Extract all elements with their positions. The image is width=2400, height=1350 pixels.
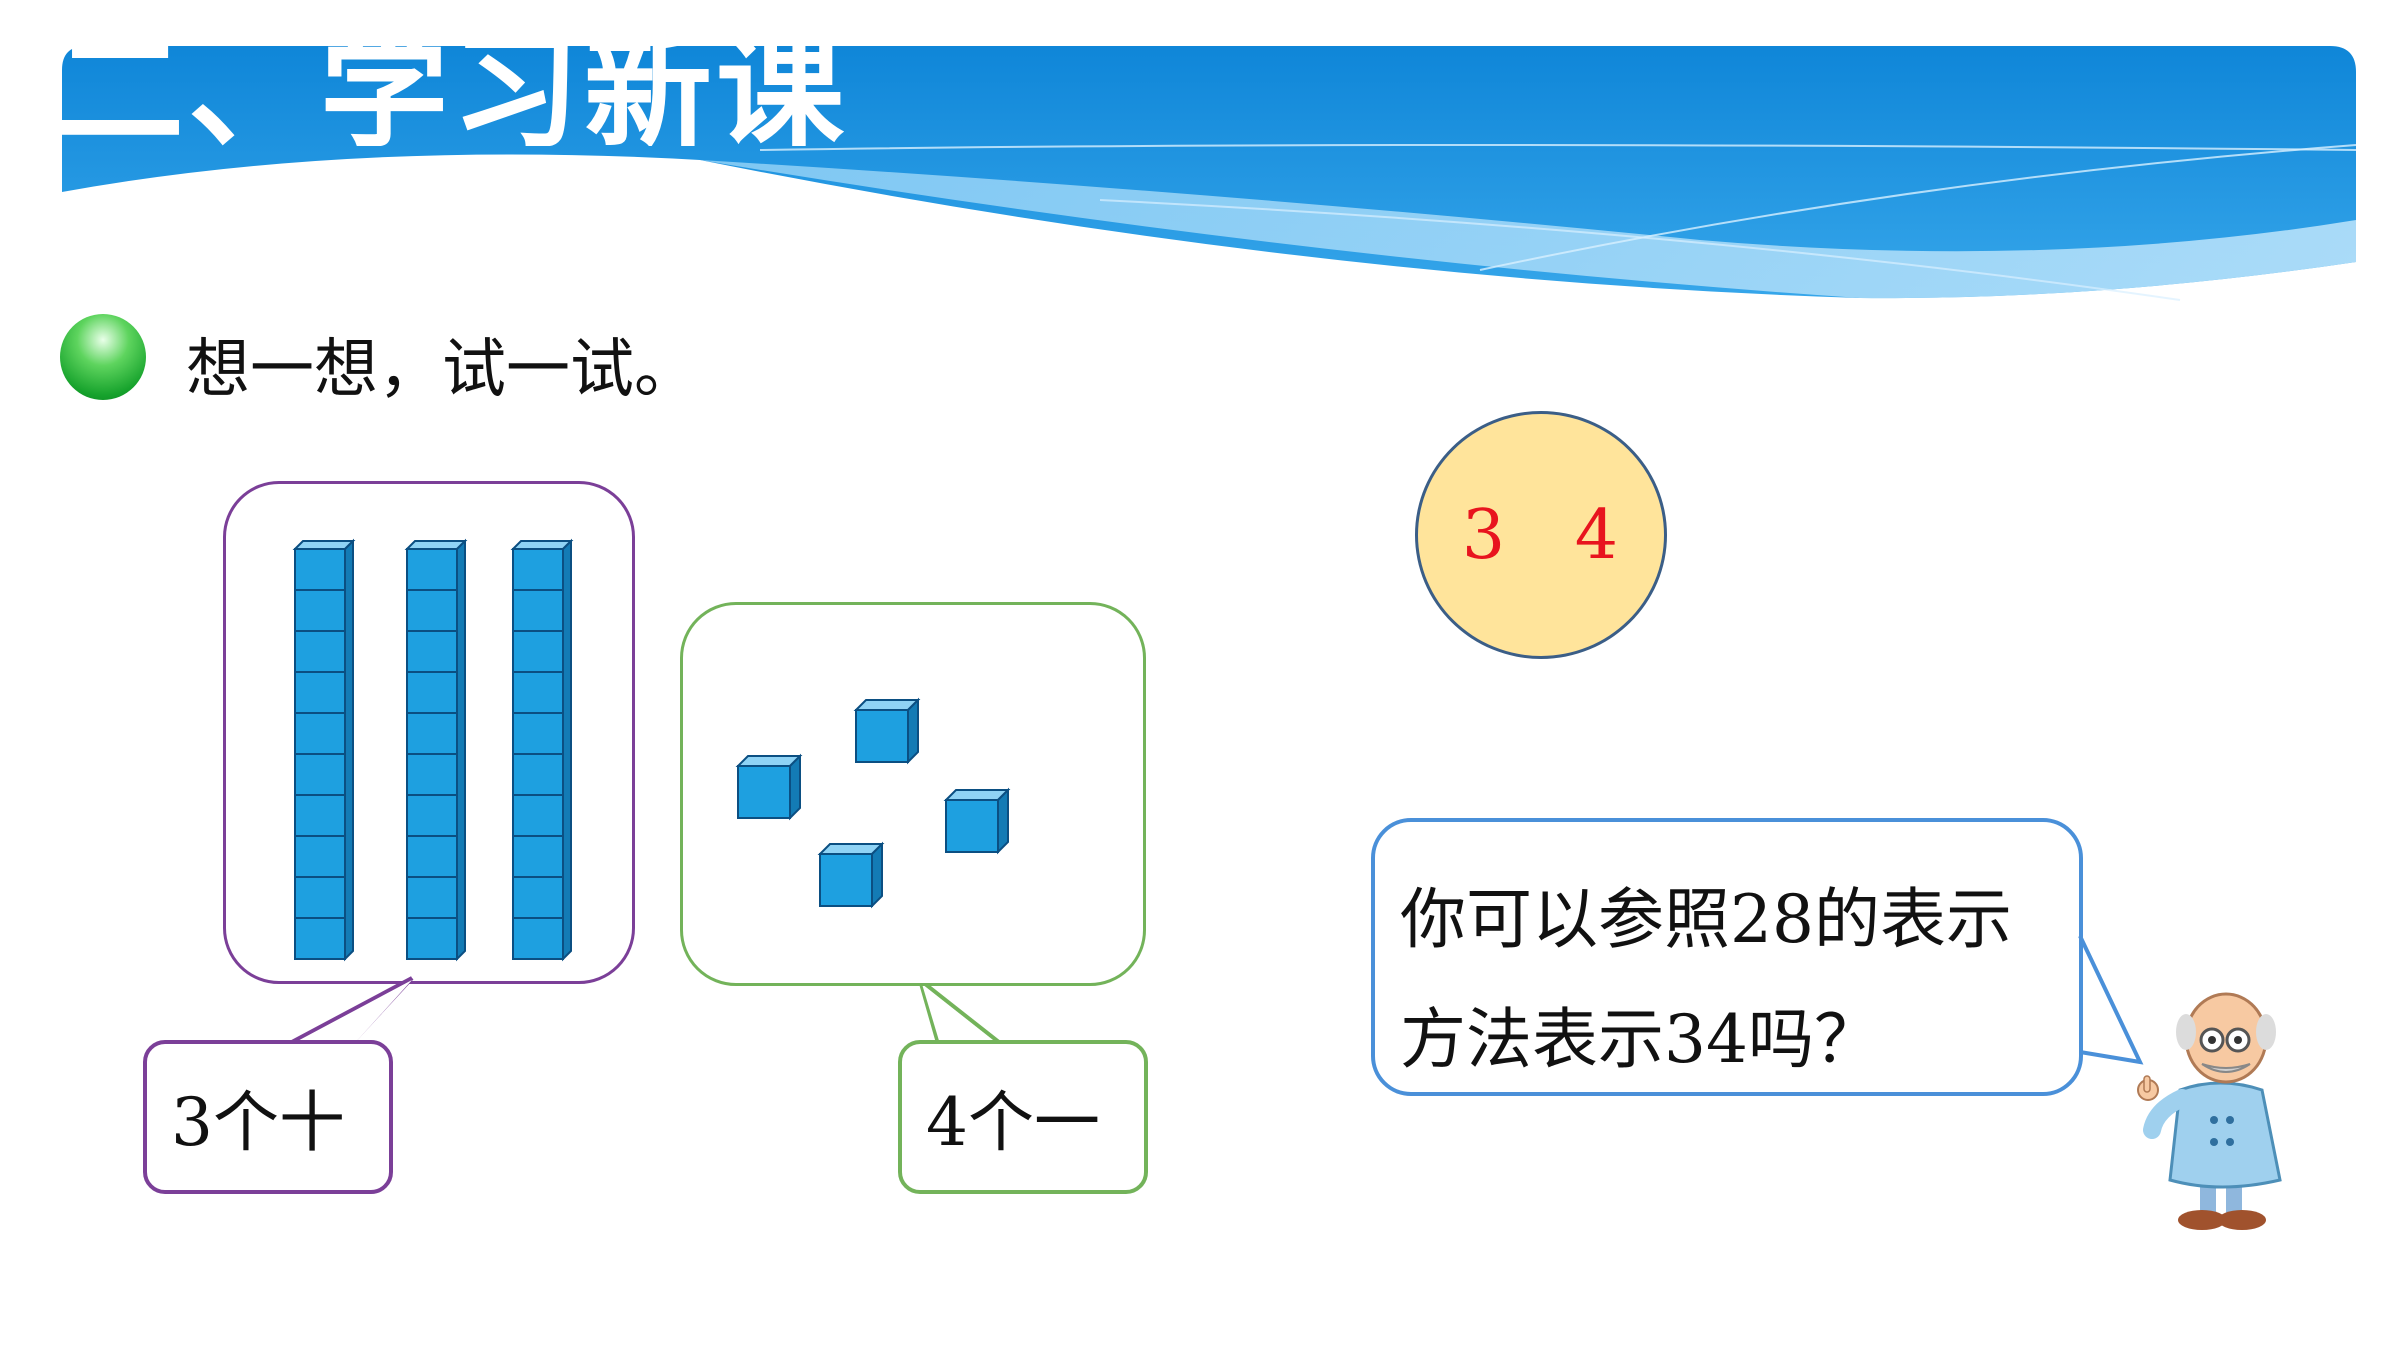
rod-unit-cube	[406, 548, 458, 591]
rod-unit-cube	[512, 917, 564, 960]
rod-unit-cube	[294, 548, 346, 591]
rod-unit-cube	[512, 548, 564, 591]
unit-cube	[817, 841, 885, 909]
number-circle: 3 4	[1415, 411, 1667, 659]
rod-unit-cube	[512, 671, 564, 714]
rod-unit-cube	[294, 835, 346, 878]
unit-cube	[853, 697, 921, 765]
ten-rod	[404, 538, 468, 962]
rod-unit-cube	[406, 753, 458, 796]
prompt-text: 想一想，试一试。	[186, 333, 698, 407]
section-title: 二、学习新课	[56, 28, 849, 146]
speech-bubble	[1371, 818, 2083, 1096]
unit-cube	[735, 753, 803, 821]
rod-unit-cube	[406, 671, 458, 714]
rod-unit-cube	[512, 630, 564, 673]
tens-label: 3个十	[143, 1040, 393, 1194]
rod-unit-cube	[512, 753, 564, 796]
rod-unit-cube	[406, 835, 458, 878]
rod-unit-cube	[512, 876, 564, 919]
rod-unit-cube	[406, 630, 458, 673]
header-banner	[62, 46, 2357, 301]
rod-unit-cube	[294, 671, 346, 714]
rod-unit-cube	[512, 794, 564, 837]
ten-rod	[510, 538, 574, 962]
unit-cube	[943, 787, 1011, 855]
rod-unit-cube	[406, 876, 458, 919]
rod-unit-cube	[294, 753, 346, 796]
rod-unit-cube	[406, 794, 458, 837]
ten-rod	[292, 538, 356, 962]
rod-unit-cube	[512, 712, 564, 755]
speech-bubble-text: 你可以参照28的表示方法表示34吗？	[1400, 881, 2012, 1078]
rod-unit-cube	[294, 712, 346, 755]
rod-unit-cube	[406, 589, 458, 632]
rod-unit-cube	[294, 876, 346, 919]
ones-label: 4个一	[898, 1040, 1148, 1194]
rod-unit-cube	[294, 589, 346, 632]
rod-unit-cube	[294, 630, 346, 673]
rod-unit-cube	[406, 917, 458, 960]
teacher-character-icon	[2137, 992, 2282, 1230]
rod-unit-cube	[512, 589, 564, 632]
rod-unit-cube	[406, 712, 458, 755]
tens-rods	[292, 538, 574, 962]
green-bullet-icon	[60, 314, 146, 400]
rod-unit-cube	[294, 794, 346, 837]
rod-unit-cube	[294, 917, 346, 960]
rod-unit-cube	[512, 835, 564, 878]
ones-cubes	[735, 697, 1011, 909]
